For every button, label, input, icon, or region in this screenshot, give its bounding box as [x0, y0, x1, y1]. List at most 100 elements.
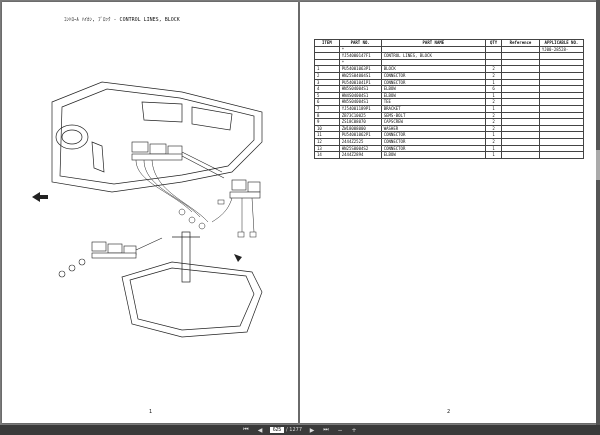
- left-page: ｺﾝﾄﾛｰﾙ ﾊｲｶﾝ, ﾌﾞﾛｯｸ - CONTROL LINES, BLOC…: [2, 2, 298, 423]
- cell-part-no: ZW18008000: [338, 124, 382, 133]
- cell-qty: 1: [485, 78, 503, 87]
- cell-item: 10: [314, 124, 340, 133]
- cell-item: 1: [314, 65, 340, 73]
- parts-diagram: [32, 81, 263, 338]
- cell-qty: [485, 45, 503, 54]
- cell-reference: [501, 137, 540, 146]
- cell-applicable-no: [538, 151, 585, 159]
- cell-part-no: PU54001062P1: [338, 131, 382, 139]
- cell-reference: [501, 71, 540, 80]
- cell-qty: [485, 58, 503, 67]
- cell-applicable-no: [538, 65, 585, 73]
- cell-reference: [501, 124, 540, 133]
- cell-item: 2: [314, 71, 340, 80]
- header-part-no: PART NO.: [338, 39, 382, 47]
- cell-part-no: HN5S04004S1: [338, 98, 382, 106]
- cell-applicable-no: [538, 111, 585, 120]
- cell-qty: 1: [485, 131, 503, 139]
- cell-part-no: YJ54000147F1: [338, 52, 382, 60]
- cell-qty: 1: [485, 151, 503, 159]
- page-number-input[interactable]: [270, 427, 284, 433]
- cell-item: [314, 58, 340, 67]
- cell-part-no: HN4S04004S1: [338, 91, 382, 100]
- cell-qty: 1: [485, 144, 503, 153]
- vertical-scrollbar[interactable]: [596, 0, 600, 425]
- prev-page-icon[interactable]: ◀: [257, 426, 263, 434]
- fittings: [178, 199, 257, 238]
- control-block: [131, 141, 261, 199]
- cell-qty: 2: [485, 71, 503, 80]
- cell-part-name: TEE: [380, 98, 487, 106]
- cell-part-name: ELBOW: [380, 91, 487, 100]
- cell-applicable-no: YJ00-28528-: [538, 45, 585, 54]
- cell-reference: [501, 85, 540, 93]
- cell-part-no: ZB73C10025: [338, 111, 382, 120]
- header-qty: QTY: [485, 39, 503, 47]
- cell-part-no: PU54001041P1: [338, 78, 382, 87]
- total-pages-label: / 1277: [286, 427, 302, 433]
- parts-table: ITEM PART NO. PART NAME QTY Reference AP…: [314, 39, 585, 159]
- cell-reference: [501, 98, 540, 106]
- cell-qty: 2: [485, 111, 503, 120]
- cell-qty: [485, 52, 503, 60]
- next-page-icon[interactable]: ▶: [309, 426, 315, 434]
- pdf-toolbar: ⏮ ◀ / 1277 ▶ ⏭ − +: [0, 425, 600, 435]
- right-page: ITEM PART NO. PART NAME QTY Reference AP…: [300, 2, 596, 423]
- cell-part-no: *: [338, 45, 382, 54]
- cell-qty: 2: [485, 137, 503, 146]
- cell-item: 12: [314, 137, 340, 146]
- cell-reference: [501, 52, 540, 60]
- cell-qty: 2: [485, 98, 503, 106]
- cell-part-name: [380, 58, 487, 67]
- header-applicable-no: APPLICABLE NO.: [538, 39, 585, 47]
- cell-applicable-no: [538, 104, 585, 113]
- cell-part-name: WASHER: [380, 124, 487, 133]
- cell-qty: 2: [485, 65, 503, 73]
- scroll-thumb[interactable]: [596, 150, 600, 180]
- cell-applicable-no: [538, 137, 585, 146]
- table-header-row: ITEM PART NO. PART NAME QTY Reference AP…: [314, 39, 585, 47]
- cell-reference: [501, 58, 540, 67]
- cell-reference: [501, 91, 540, 100]
- cell-reference: [501, 118, 540, 126]
- cell-part-no: *: [338, 58, 382, 67]
- first-page-icon[interactable]: ⏮: [243, 426, 249, 433]
- cell-applicable-no: [538, 91, 585, 100]
- cell-part-name: SEMS-BOLT: [380, 111, 487, 120]
- last-page-icon[interactable]: ⏭: [323, 426, 329, 433]
- cell-part-name: ELBOW: [380, 151, 487, 159]
- zoom-in-icon[interactable]: +: [351, 426, 357, 434]
- zoom-out-icon[interactable]: −: [337, 426, 343, 434]
- cell-reference: [501, 65, 540, 73]
- cell-part-name: CAPSCREW: [380, 118, 487, 126]
- table-row: * YJ00-28528-: [314, 45, 585, 54]
- cell-part-name: BLOCK: [380, 65, 487, 73]
- header-part-name: PART NAME: [380, 39, 487, 47]
- cell-applicable-no: [538, 144, 585, 153]
- control-lines: [135, 159, 255, 233]
- page-number: 2: [447, 409, 451, 415]
- cell-qty: 6: [485, 85, 503, 93]
- cell-part-no: 2444Z2525: [338, 137, 382, 146]
- cell-item: 8: [314, 111, 340, 120]
- cell-applicable-no: [538, 85, 585, 93]
- cell-part-name: BRACKET: [380, 104, 487, 113]
- lower-block: [58, 237, 163, 278]
- upper-frame: [51, 81, 263, 193]
- cell-reference: [501, 104, 540, 113]
- cell-part-name: CONNECTOR: [380, 71, 487, 80]
- cell-item: 5: [314, 91, 340, 100]
